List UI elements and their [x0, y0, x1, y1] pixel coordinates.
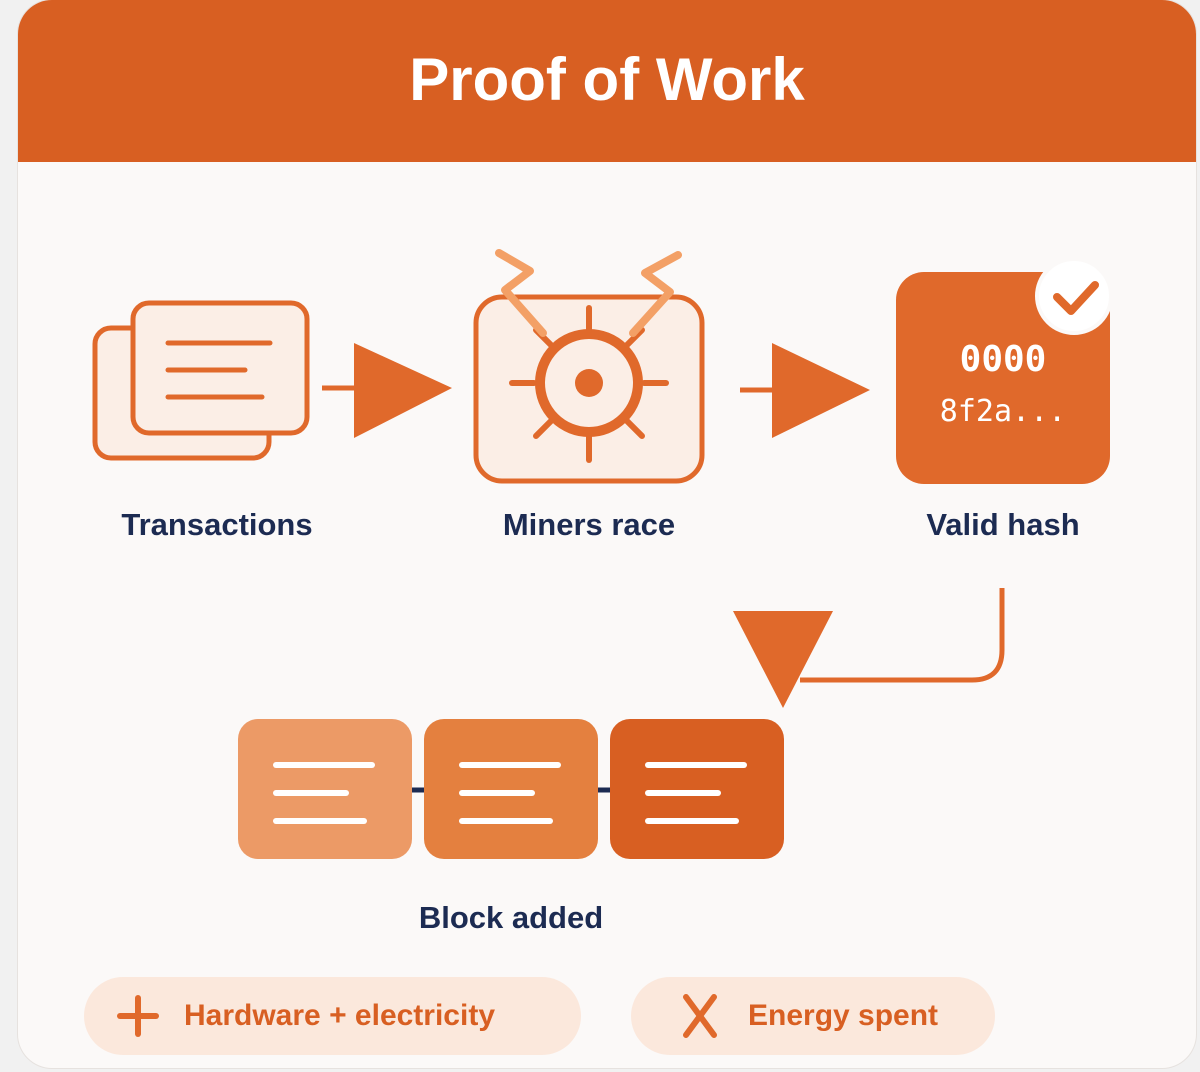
hash-prefix: 0000: [959, 339, 1047, 380]
step-label-miners-race: Miners race: [502, 507, 676, 542]
tag-energy-spent: Energy spent: [631, 977, 995, 1055]
document-stack-icon: [92, 300, 310, 461]
checkmark-icon: [1035, 257, 1113, 335]
tag-label-energy: Energy spent: [748, 999, 939, 1032]
block-lines-icon: [238, 719, 412, 859]
arrow-right-icon: [322, 343, 452, 438]
header-bar: [18, 0, 1196, 162]
arrow-right-icon: [740, 343, 870, 438]
hash-value: 8f2a...: [939, 394, 1067, 429]
step-label-transactions: Transactions: [121, 507, 313, 542]
tag-label-hardware: Hardware + electricity: [184, 999, 496, 1032]
plus-icon: [117, 995, 159, 1037]
x-icon: [683, 994, 717, 1038]
spark-icon: [495, 249, 682, 337]
chain-label: Block added: [418, 900, 604, 935]
proof-of-work-card: Proof of Work: [18, 0, 1196, 1068]
gear-icon: [473, 294, 705, 484]
block-lines-icon: [424, 719, 598, 859]
step-label-valid-hash: Valid hash: [926, 507, 1080, 542]
arrow-down-icon: [733, 588, 1005, 708]
tag-hardware-electricity: Hardware + electricity: [84, 977, 581, 1055]
page-title: Proof of Work: [409, 46, 805, 113]
block-lines-icon: [610, 719, 784, 859]
